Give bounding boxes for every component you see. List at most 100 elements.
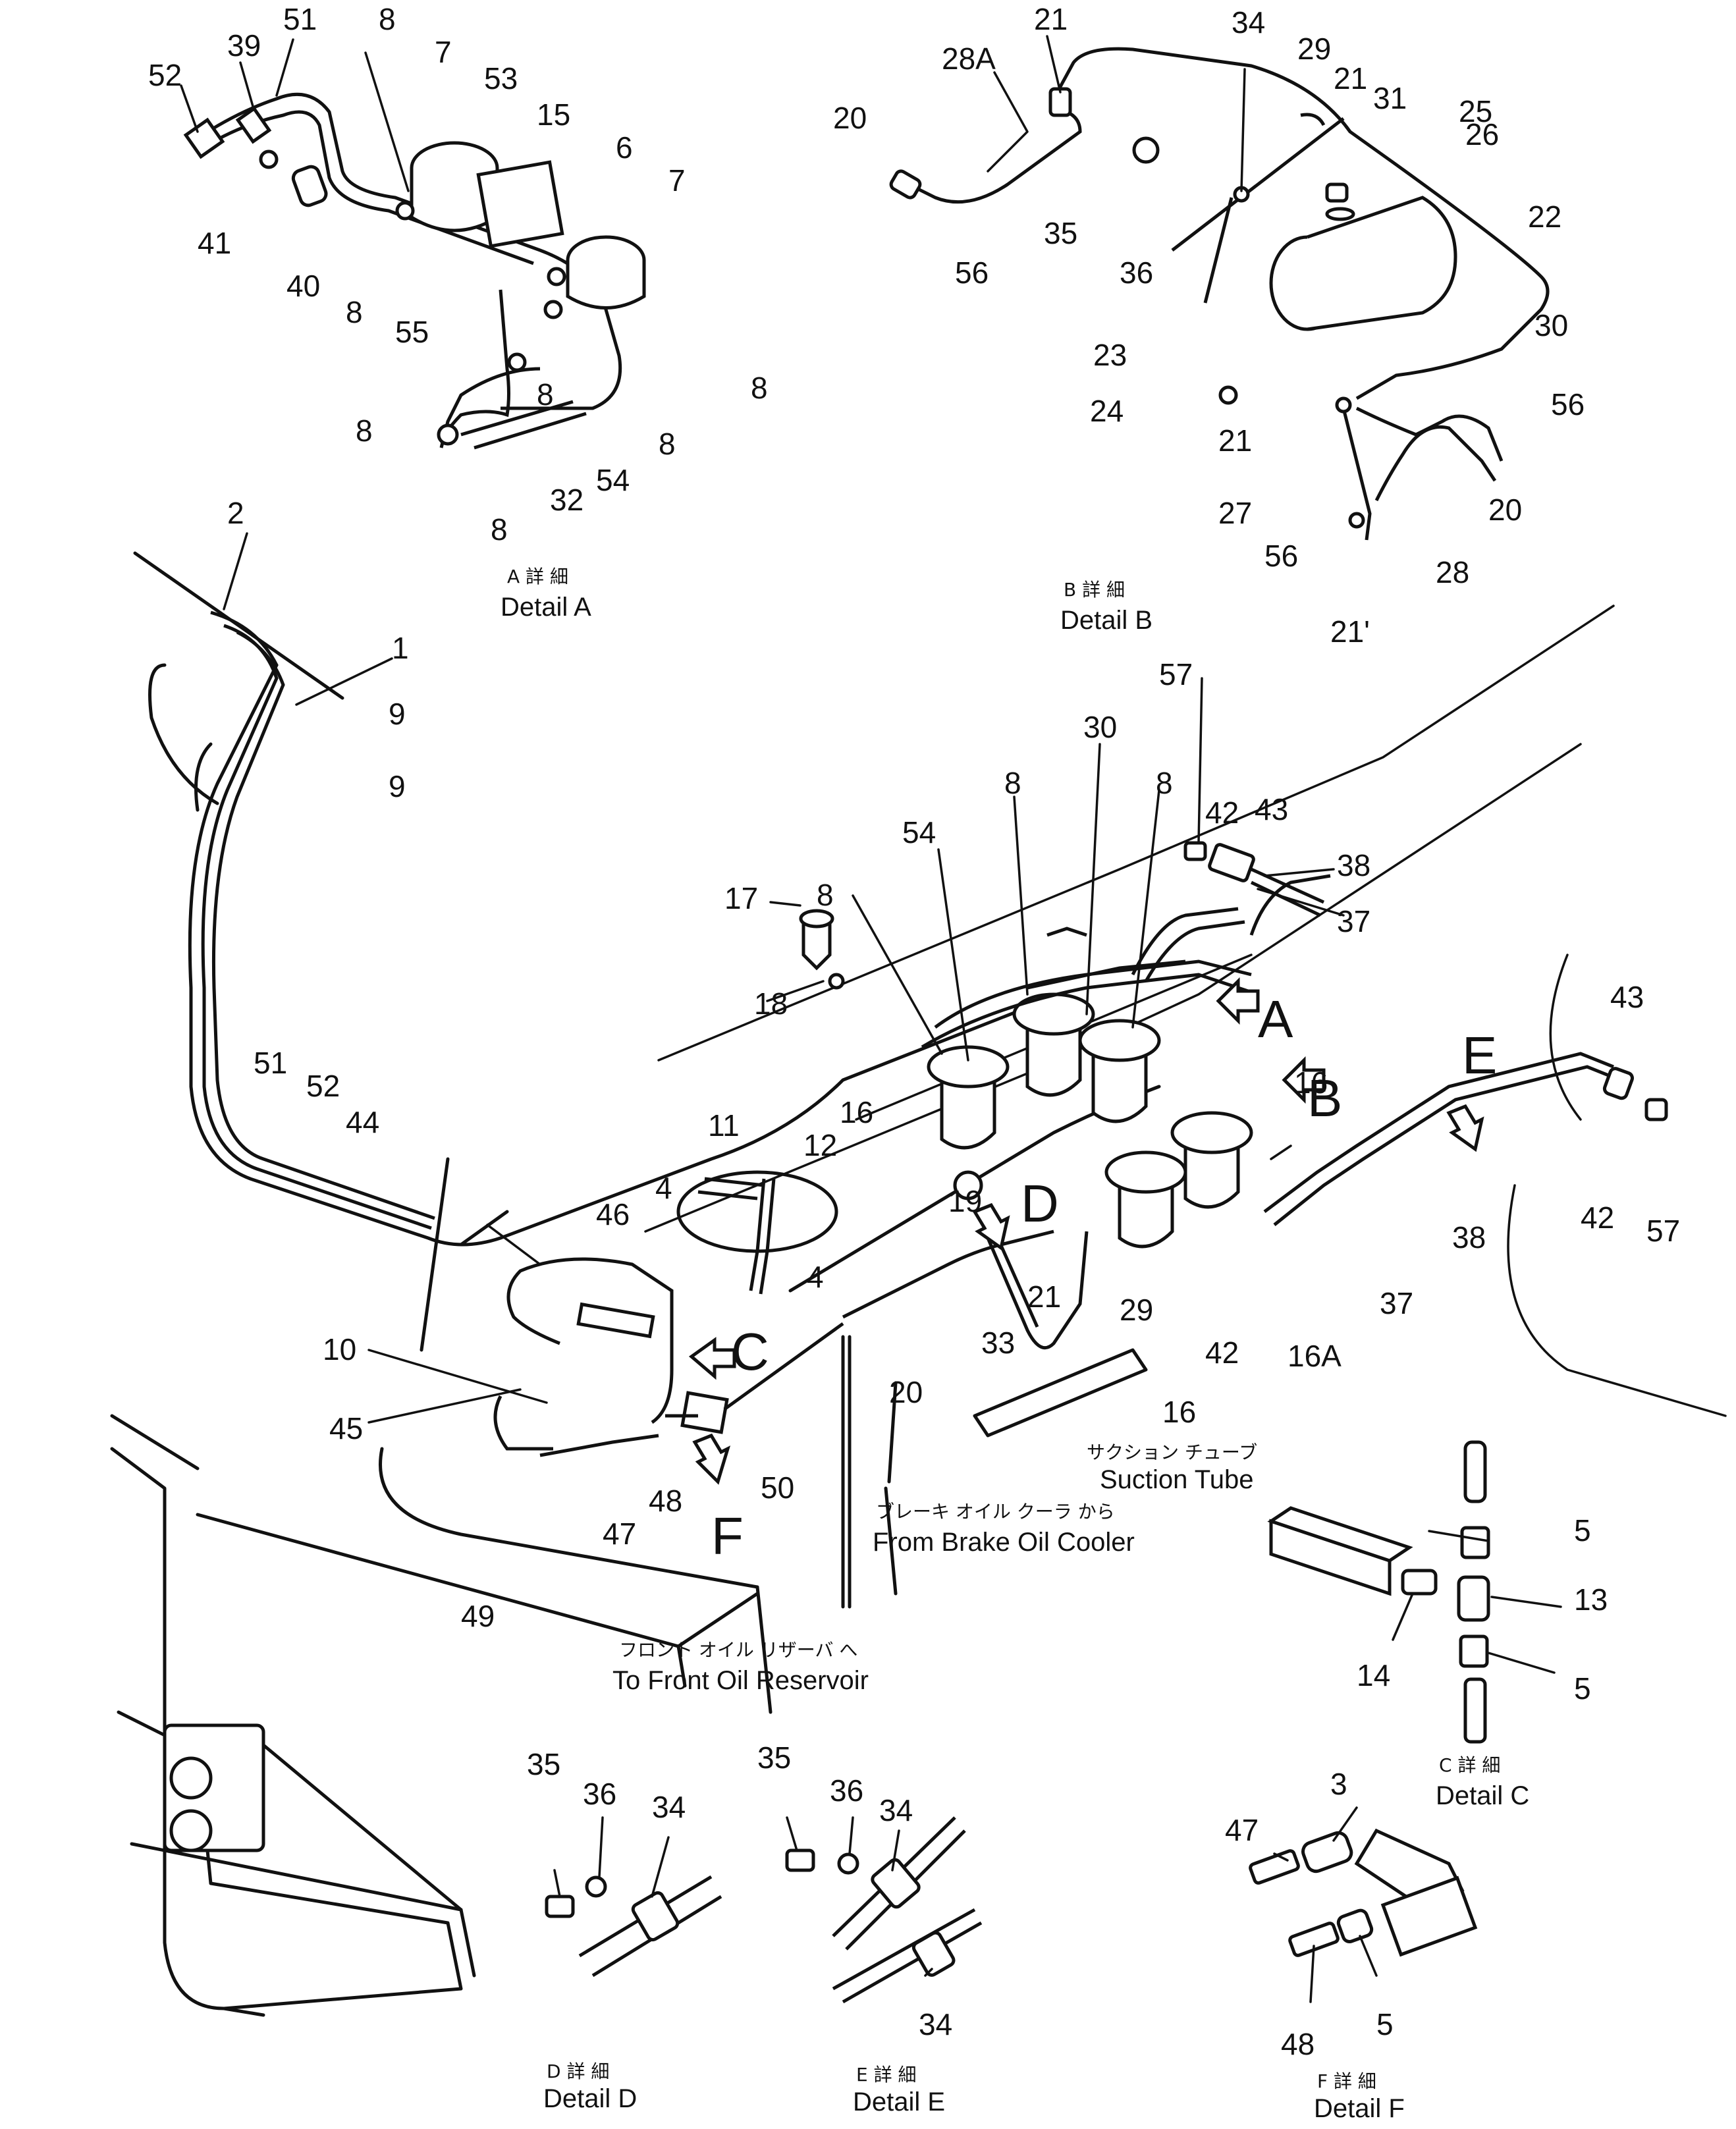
detail-f-caption: Detail F	[1314, 2094, 1405, 2123]
part-callout: 37	[1380, 1286, 1413, 1320]
part-callout: 2	[227, 496, 244, 530]
detail-b-caption: Detail B	[1060, 606, 1153, 635]
part-callout: 26	[1465, 117, 1499, 151]
part-callout: 22	[1528, 200, 1561, 234]
part-callout: 30	[1083, 710, 1117, 744]
part-callout: 32	[550, 483, 583, 517]
part-callout: 8	[659, 427, 676, 461]
part-callout: 36	[583, 1777, 616, 1811]
part-callout: 36	[1120, 256, 1153, 290]
part-callout: 16A	[1288, 1339, 1342, 1373]
part-callout: 36	[830, 1773, 863, 1808]
part-callout: 8	[1156, 766, 1173, 800]
part-callout: 52	[306, 1069, 340, 1103]
detail-d-caption-jp: D 詳 細	[547, 2061, 609, 2082]
part-callout: 34	[919, 2007, 952, 2041]
detail-f-group	[1249, 1828, 1478, 1957]
front-oil-reservoir-label-jp: フロント オイル リザーバ へ	[619, 1639, 857, 1661]
part-callout: 31	[1373, 81, 1407, 115]
part-callout: 16	[840, 1095, 873, 1129]
detail-e-caption: Detail E	[853, 2088, 945, 2116]
part-callout: 21	[1218, 423, 1252, 458]
part-callout: 34	[652, 1790, 686, 1824]
part-callout: 10	[323, 1332, 356, 1366]
part-callout: 21	[1027, 1280, 1061, 1314]
part-callout: 42	[1205, 795, 1239, 830]
detail-d-group	[545, 1875, 722, 1978]
front-oil-reservoir-label: To Front Oil Reservoir	[612, 1666, 869, 1695]
main-assembly-group	[110, 551, 1727, 2017]
leader-lines	[180, 35, 1562, 2003]
part-callout: 56	[1264, 539, 1298, 573]
part-callout: 35	[527, 1747, 560, 1781]
part-callout: 40	[286, 269, 320, 303]
part-callout: 56	[1551, 387, 1585, 421]
part-callout: 12	[803, 1128, 837, 1162]
part-callout: 25	[1459, 94, 1492, 128]
brake-oil-cooler-label-jp: ブレーキ オイル クーラ から	[876, 1501, 1115, 1523]
part-callout: 11	[708, 1108, 740, 1143]
detail-a-caption: Detail A	[501, 593, 591, 622]
view-arrows	[688, 977, 1484, 1485]
part-callout: 28A	[942, 41, 996, 76]
part-callout: 30	[1534, 308, 1568, 342]
part-callout: 37	[1337, 904, 1370, 938]
part-callout: 49	[461, 1599, 495, 1633]
part-callout: 8	[379, 2, 396, 36]
part-callout: 6	[616, 130, 633, 165]
part-callout: 21'	[1330, 614, 1370, 649]
part-callout: 13	[1574, 1582, 1608, 1617]
part-callout: 1	[392, 631, 409, 665]
part-callout: 5	[1376, 2007, 1394, 2041]
detail-f-caption-jp: F 詳 細	[1317, 2070, 1376, 2092]
part-callout: 4	[807, 1260, 824, 1294]
part-callout: 51	[254, 1046, 287, 1080]
part-callout: 45	[329, 1411, 363, 1445]
part-callout: 51	[283, 2, 317, 36]
part-callout: 50	[761, 1470, 794, 1505]
part-callout: 43	[1610, 980, 1644, 1014]
part-callout: 34	[1232, 5, 1265, 40]
part-callout: 9	[389, 697, 406, 731]
part-callout: 43	[1255, 792, 1288, 826]
detail-a-caption-jp: A 詳 細	[507, 566, 568, 587]
part-callout: 20	[833, 101, 867, 135]
part-callout: 52	[148, 58, 182, 92]
part-callout: 28	[1436, 555, 1469, 589]
part-callout: 20	[889, 1375, 923, 1409]
part-callout: 3	[1330, 1767, 1347, 1801]
part-callout: 48	[1281, 2027, 1315, 2061]
suction-tube-label-jp: サクション チューブ	[1087, 1442, 1257, 1463]
part-callout: 34	[879, 1793, 913, 1827]
part-callout: 38	[1337, 848, 1370, 882]
part-callout: 8	[751, 371, 768, 405]
part-callout: 47	[1225, 1813, 1259, 1847]
part-callout: 54	[596, 463, 630, 497]
part-callout: 48	[649, 1484, 682, 1518]
part-callout: 18	[754, 986, 788, 1021]
view-letter: C	[731, 1322, 769, 1381]
part-callout: 56	[955, 256, 989, 290]
part-callout: 38	[1452, 1220, 1486, 1254]
part-callout: 24	[1090, 394, 1124, 428]
part-callout: 8	[356, 414, 373, 448]
part-callout: 5	[1574, 1671, 1591, 1706]
part-callout: 23	[1093, 338, 1127, 372]
part-callout: 46	[596, 1197, 630, 1231]
suction-tube-label: Suction Tube	[1100, 1465, 1254, 1494]
part-callout: 8	[346, 295, 363, 329]
part-callout: 5	[1574, 1513, 1591, 1548]
part-callout: 44	[346, 1105, 379, 1139]
part-callout: 57	[1646, 1214, 1680, 1248]
part-callout: 35	[1044, 216, 1077, 250]
part-callout: 8	[491, 512, 508, 547]
part-callout: 42	[1205, 1335, 1239, 1370]
part-callout: 29	[1297, 32, 1331, 66]
view-letter: E	[1462, 1026, 1497, 1085]
part-callout: 4	[655, 1171, 672, 1205]
part-callout: 9	[389, 769, 406, 803]
part-callout: 33	[981, 1326, 1015, 1360]
part-callout: 8	[1004, 766, 1021, 800]
